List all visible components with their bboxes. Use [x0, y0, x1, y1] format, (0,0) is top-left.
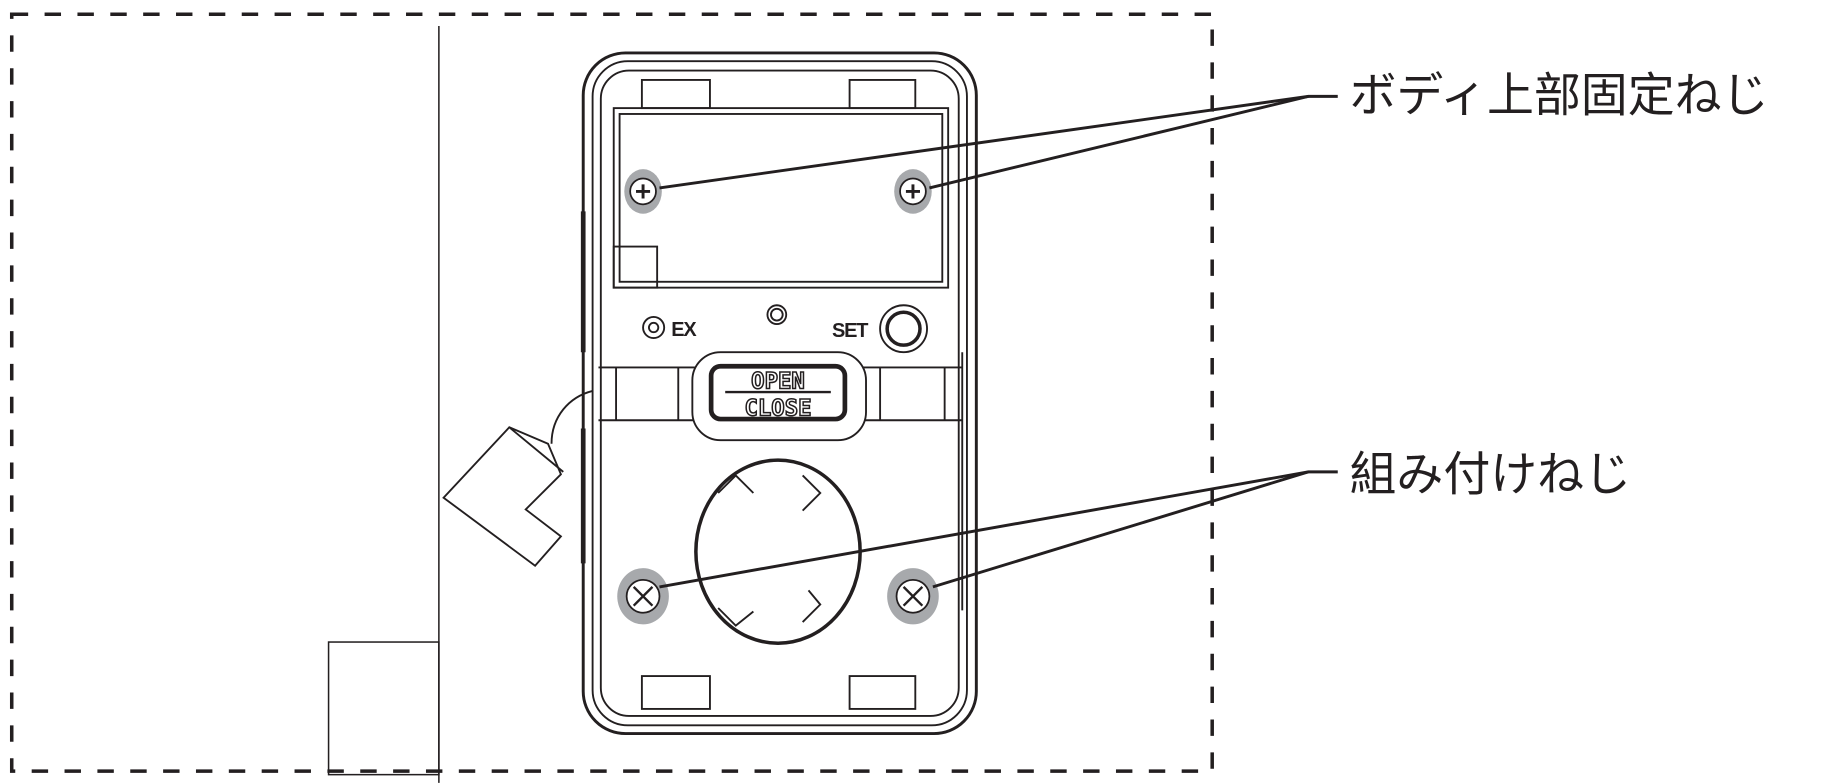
battery-compartment: [612, 107, 950, 289]
set-button[interactable]: [879, 304, 928, 354]
bottom-right-screw: [887, 568, 939, 625]
leader-line-bottom-right: [932, 470, 1309, 589]
bottom-left-tab: [640, 675, 711, 710]
close-label: CLOSE: [744, 396, 811, 422]
bottom-right-tab: [848, 675, 917, 710]
door-frame-block: [327, 641, 440, 776]
status-led: [766, 304, 788, 325]
set-label: SET: [832, 320, 868, 342]
mounting-area-dashed-outline: [9, 12, 1214, 773]
door-sensor: [442, 390, 593, 568]
ex-indicator: [642, 316, 666, 340]
bottom-left-screw: [617, 568, 669, 625]
open-close-button[interactable]: [708, 363, 848, 422]
open-label: OPEN: [751, 369, 805, 395]
leader-line-top-right: [929, 94, 1309, 190]
callout-top-screws: ボディ上部固定ねじ: [1349, 69, 1768, 124]
callout-assembly-screws: 組み付けねじ: [1349, 448, 1631, 503]
ex-label: EX: [671, 319, 697, 341]
top-left-screw: [624, 169, 662, 214]
lock-body: [580, 51, 978, 736]
top-right-screw: [894, 169, 932, 214]
